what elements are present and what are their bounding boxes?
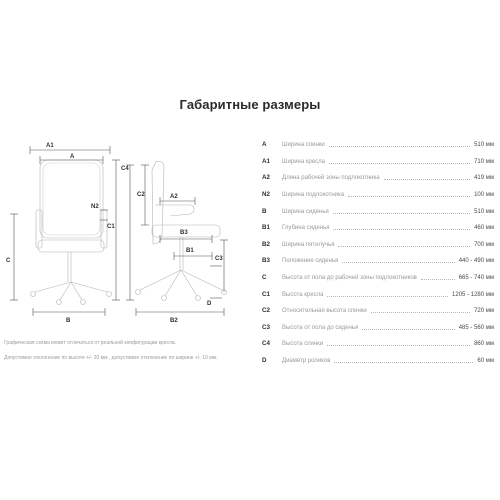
dimension-row: C2 Относительная высота спинки 720 мм	[262, 303, 494, 320]
dimension-label: Ширина подлокотника	[282, 192, 345, 199]
chair-dimensions-diagram: A1 A N2 C B C4 C1 C2 A2 B3 B1 C3 B2 D	[6, 143, 228, 324]
dimension-label: Относительная высота спинки	[282, 308, 367, 315]
side-view-chair	[135, 160, 227, 301]
label-b: B	[66, 318, 71, 324]
label-n2: N2	[91, 204, 99, 210]
dimension-label: Ширина кресла	[282, 158, 325, 165]
page-title: Габаритные размеры	[179, 97, 321, 112]
dimension-code: C3	[262, 323, 270, 331]
dimension-row: D Диаметр роликов 60 мм	[262, 353, 494, 370]
side-view-dimension-lines	[112, 159, 228, 316]
label-b1: B1	[186, 248, 194, 254]
label-b2: B2	[170, 318, 178, 324]
label-a1: A1	[46, 143, 54, 149]
dimension-value: 60 мм	[477, 358, 494, 365]
dotted-leader	[329, 162, 471, 164]
dotted-leader	[332, 212, 471, 214]
diagram-disclaimer-note: Графическая схема может отличаться от ре…	[4, 340, 177, 346]
label-c2: C2	[137, 192, 145, 198]
dotted-leader	[362, 328, 455, 330]
dotted-leader	[338, 245, 471, 247]
dimension-value: 510 мм	[474, 142, 494, 149]
label-b3: B3	[180, 230, 188, 236]
label-a: A	[70, 154, 75, 160]
dimension-code: C1	[262, 290, 270, 298]
dimension-label: Высота кресла	[282, 291, 324, 298]
dimension-label: Ширина пятилучья	[282, 241, 335, 248]
dotted-leader	[348, 196, 471, 198]
dimension-value: 665 - 740 мм	[458, 275, 494, 282]
dimension-row: A1 Ширина кресла 710 мм	[262, 154, 494, 171]
dimension-row: B3 Положение сиденья 440 - 490 мм	[262, 253, 494, 270]
dimension-value: 860 мм	[474, 341, 494, 348]
dimension-label: Длина рабочей зоны подлокотника	[282, 175, 380, 182]
dimension-label: Высота спинки	[282, 341, 324, 348]
label-d: D	[207, 301, 212, 307]
dimension-value: 720 мм	[474, 308, 494, 315]
dimension-label: Положение сиденья	[282, 258, 339, 265]
label-c4: C4	[121, 166, 129, 172]
dimension-code: A1	[262, 157, 270, 165]
dimension-value: 100 мм	[474, 192, 494, 199]
dotted-leader	[334, 362, 474, 364]
dimension-value: 419 мм	[474, 175, 494, 182]
dimension-row: B1 Глубина сиденья 460 мм	[262, 220, 494, 237]
dimension-row: A2 Длина рабочей зоны подлокотника 419 м…	[262, 170, 494, 187]
dotted-leader	[327, 345, 471, 347]
dimension-code: N2	[262, 191, 270, 199]
dimensions-table: A Ширина спинки 510 мм A1 Ширина кресла …	[262, 137, 494, 369]
label-c: C	[6, 258, 11, 264]
dimension-code: D	[262, 357, 267, 365]
dimension-code: A	[262, 141, 267, 149]
label-a2: A2	[170, 194, 178, 200]
dimension-row: C1 Высота кресла 1205 - 1280 мм	[262, 286, 494, 303]
dotted-leader	[328, 146, 471, 148]
dimension-code: C4	[262, 340, 270, 348]
dimension-label: Ширина сиденья	[282, 208, 329, 215]
dimension-row: C Высота от пола до рабочей зоны подлоко…	[262, 270, 494, 287]
front-view-chair	[30, 159, 112, 305]
dimension-row: B Ширина сиденья 510 мм	[262, 203, 494, 220]
dimension-row: A Ширина спинки 510 мм	[262, 137, 494, 154]
dimension-label: Глубина сиденья	[282, 225, 330, 232]
dimension-row: N2 Ширина подлокотника 100 мм	[262, 187, 494, 204]
dimension-value: 1205 - 1280 мм	[452, 291, 494, 298]
dimension-label: Диаметр роликов	[282, 358, 331, 365]
dimension-code: A2	[262, 174, 270, 182]
dimension-row: C4 Высота спинки 860 мм	[262, 336, 494, 353]
dotted-leader	[333, 229, 471, 231]
dimension-value: 700 мм	[474, 241, 494, 248]
dimension-row: B2 Ширина пятилучья 700 мм	[262, 237, 494, 254]
dimension-value: 710 мм	[474, 158, 494, 165]
dotted-leader	[327, 295, 449, 297]
tolerance-note: Допустимое отклонение по высоте +/- 20 м…	[4, 355, 218, 361]
dotted-leader	[420, 279, 455, 281]
dimension-code: B2	[262, 240, 270, 248]
dimension-code: B	[262, 207, 267, 215]
dimension-row: C3 Высота от пола до сиденья 485 - 560 м…	[262, 320, 494, 337]
dimension-value: 485 - 560 мм	[458, 324, 494, 331]
dimension-label: Высота от пола до сиденья	[282, 324, 359, 331]
dotted-leader	[383, 179, 471, 181]
dimension-code: B3	[262, 257, 270, 265]
dimension-code: C	[262, 274, 267, 282]
dimension-label: Высота от пола до рабочей зоны подлокотн…	[282, 275, 417, 282]
dimension-value: 460 мм	[474, 225, 494, 232]
dimension-code: C2	[262, 307, 270, 315]
dimension-value: 510 мм	[474, 208, 494, 215]
dotted-leader	[370, 312, 471, 314]
dimension-code: B1	[262, 224, 270, 232]
label-c3: C3	[215, 256, 223, 262]
dimension-label: Ширина спинки	[282, 142, 325, 149]
dimension-value: 440 - 490 мм	[458, 258, 494, 265]
front-view-dimension-lines	[10, 146, 111, 316]
dotted-leader	[342, 262, 455, 264]
label-c1: C1	[107, 224, 115, 230]
